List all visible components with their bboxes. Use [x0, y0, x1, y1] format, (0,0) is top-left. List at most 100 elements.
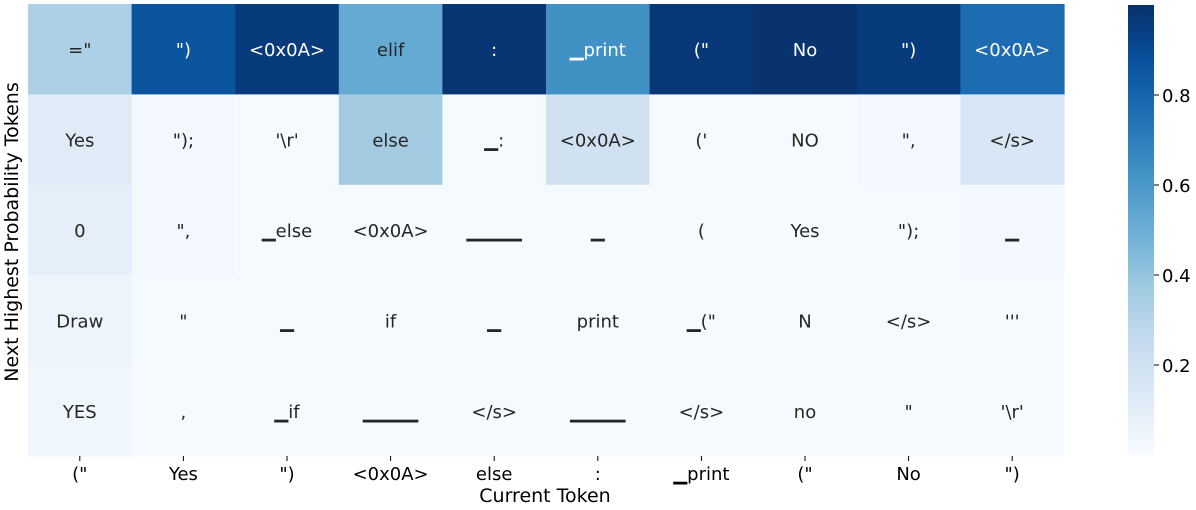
- heatmap-cell: [649, 184, 754, 276]
- heatmap-cell: [235, 275, 340, 367]
- heatmap-cell: [856, 94, 961, 186]
- heatmap-cell: [235, 365, 340, 457]
- x-tick-label: "): [1005, 464, 1020, 485]
- x-tick-label: "): [279, 464, 294, 485]
- cell-token-label: "): [176, 40, 191, 61]
- x-tick-label: (": [72, 464, 87, 485]
- cell-token-label: </s>: [679, 402, 725, 423]
- cell-token-label: ▁: [590, 221, 606, 242]
- x-tick-label: :: [595, 464, 601, 485]
- heatmap-cell: [960, 365, 1065, 457]
- heatmap-cell: [442, 275, 547, 367]
- cell-token-label: ",: [902, 131, 916, 152]
- heatmap-cell: [960, 184, 1065, 276]
- heatmap-cell: [960, 94, 1065, 186]
- cell-token-label: ▁(": [686, 311, 716, 332]
- cell-token-label: </s>: [886, 311, 932, 332]
- cell-token-label: </s>: [471, 402, 517, 423]
- heatmap-cell: [131, 184, 236, 276]
- x-tick-label: ▁print: [672, 464, 729, 485]
- heatmap-cell: [546, 4, 651, 95]
- cell-token-label: ": [179, 311, 187, 332]
- cell-token-label: Yes: [64, 131, 94, 152]
- cell-token-label: ");: [173, 131, 194, 152]
- heatmap-cell: [753, 365, 858, 457]
- cell-token-label: ▁if: [273, 402, 300, 423]
- cell-token-label: ,: [181, 402, 187, 423]
- colorbar-tick-label: 0.8: [1162, 86, 1191, 107]
- heatmap-cell: [131, 4, 236, 95]
- cell-token-label: <0x0A>: [249, 40, 325, 61]
- heatmap-cell: [28, 94, 133, 186]
- heatmap-cell: [753, 4, 858, 95]
- cell-token-label: NO: [791, 131, 819, 152]
- cell-token-label: (": [694, 40, 709, 61]
- cell-token-label: ▁:: [483, 131, 504, 152]
- heatmap-cell: [753, 275, 858, 367]
- x-tick-label: No: [896, 464, 920, 485]
- cell-token-label: <0x0A>: [560, 131, 636, 152]
- heatmap-cell: [131, 365, 236, 457]
- heatmap-cell: [338, 365, 443, 457]
- cell-token-label: print: [577, 311, 619, 332]
- heatmap-cell: [235, 4, 340, 95]
- heatmap-cell: [856, 275, 961, 367]
- cell-token-label: YES: [62, 402, 97, 423]
- heatmap-cell: [235, 184, 340, 276]
- cell-token-label: Draw: [56, 311, 103, 332]
- colorbar-tick-label: 0.2: [1162, 356, 1191, 377]
- heatmap-cell-labels: ="")<0x0A>elif:▁print("No")<0x0A>Yes");'…: [56, 40, 1050, 423]
- heatmap-cell: [28, 275, 133, 367]
- y-axis-label: Next Highest Probability Tokens: [1, 82, 23, 381]
- heatmap-cell: [28, 365, 133, 457]
- cell-token-label: <0x0A>: [974, 40, 1050, 61]
- heatmap-cell: [649, 94, 754, 186]
- colorbar-tick-label: 0.6: [1162, 176, 1191, 197]
- cell-token-label: '\r': [275, 131, 298, 152]
- cell-token-label: ▁else: [261, 221, 312, 242]
- colorbar: [1128, 5, 1154, 455]
- x-tick-label: Yes: [168, 464, 198, 485]
- heatmap-cell: [442, 94, 547, 186]
- heatmap-cell: [856, 365, 961, 457]
- cell-token-label: ");: [898, 221, 919, 242]
- cell-token-label: (': [695, 131, 707, 152]
- heatmap-cell: [856, 4, 961, 95]
- heatmap-cell: [338, 275, 443, 367]
- x-axis-ticks: (" Yes ") <0x0A> else: ▁print (" No "): [72, 456, 1020, 485]
- heatmap-cell: [338, 184, 443, 276]
- cell-token-label: if: [385, 311, 397, 332]
- heatmap-cell: [649, 275, 754, 367]
- heatmap-cell: [442, 365, 547, 457]
- cell-token-label: ''': [1005, 311, 1020, 332]
- heatmap-cell: [960, 4, 1065, 95]
- cell-token-label: :: [491, 40, 497, 61]
- cell-token-label: elif: [377, 40, 405, 61]
- heatmap-cell: [546, 184, 651, 276]
- cell-token-label: <0x0A>: [353, 221, 429, 242]
- cell-token-label: N: [798, 311, 811, 332]
- heatmap-cell: [546, 275, 651, 367]
- cell-token-label: Yes: [789, 221, 819, 242]
- colorbar-tick-label: 0.4: [1162, 266, 1191, 287]
- cell-token-label: =": [68, 40, 91, 61]
- x-axis-label: Current Token: [479, 485, 610, 507]
- x-tick-label: <0x0A>: [353, 464, 429, 485]
- cell-token-label: ": [904, 402, 912, 423]
- x-tick-label: else: [476, 464, 513, 485]
- cell-token-label: ▁▁▁▁: [362, 402, 420, 423]
- heatmap-cell: [753, 184, 858, 276]
- heatmap-cells: [28, 4, 1065, 457]
- cell-token-label: else: [372, 131, 409, 152]
- cell-token-label: ▁: [279, 311, 295, 332]
- heatmap-cell: [546, 365, 651, 457]
- heatmap-cell: [338, 94, 443, 186]
- x-tick-label: (": [797, 464, 812, 485]
- heatmap-cell: [131, 275, 236, 367]
- heatmap-cell: [546, 94, 651, 186]
- cell-token-label: </s>: [989, 131, 1035, 152]
- cell-token-label: ▁print: [569, 40, 626, 61]
- heatmap-cell: [235, 94, 340, 186]
- cell-token-label: "): [901, 40, 916, 61]
